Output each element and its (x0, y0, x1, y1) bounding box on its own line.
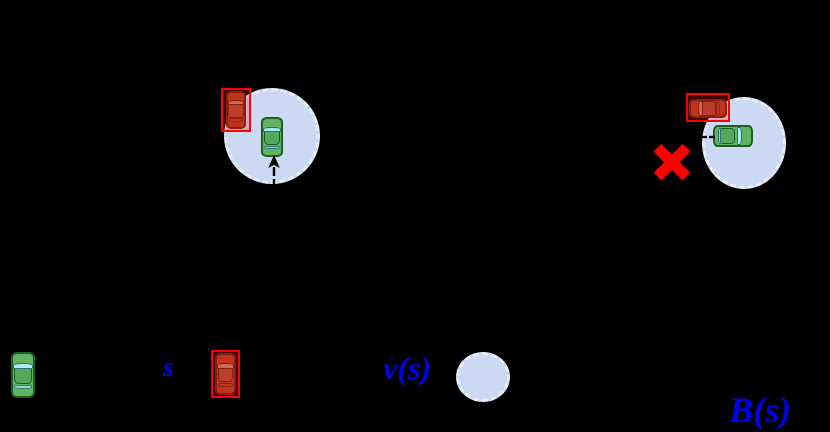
car-windshield (13, 363, 33, 370)
legend-barrier-label: B(s) (729, 390, 791, 430)
car-rear-window (716, 101, 720, 116)
car-rear-window (217, 383, 234, 387)
car-windshield (698, 100, 704, 117)
legend: s v(s) B(s) (0, 330, 830, 432)
car-rear-window (264, 145, 280, 150)
motion-arrow-up-icon (268, 155, 280, 187)
car-windshield (216, 363, 235, 369)
motion-arrow-left-icon (683, 135, 715, 139)
car-rear-window (228, 118, 244, 122)
ego-car-left (261, 117, 283, 157)
car-rear-window (14, 385, 32, 390)
legend-reachable-label: v(s) (383, 350, 431, 386)
car-rear-window (717, 128, 722, 144)
car-windshield (262, 126, 281, 133)
legend-state-label: s (163, 352, 174, 382)
obstacle-car-left (226, 91, 246, 129)
legend-ego-car-icon (11, 352, 35, 398)
legend-state-car-icon (215, 353, 236, 395)
legend-reachable-blob-icon (456, 352, 510, 402)
obstacle-car-right (689, 99, 727, 118)
invalid-marker-x-icon (651, 141, 692, 182)
ego-car-right (713, 125, 753, 147)
car-windshield (736, 126, 743, 145)
scene-feasible (0, 0, 400, 230)
car-windshield (227, 100, 245, 106)
scene-infeasible (600, 0, 830, 230)
